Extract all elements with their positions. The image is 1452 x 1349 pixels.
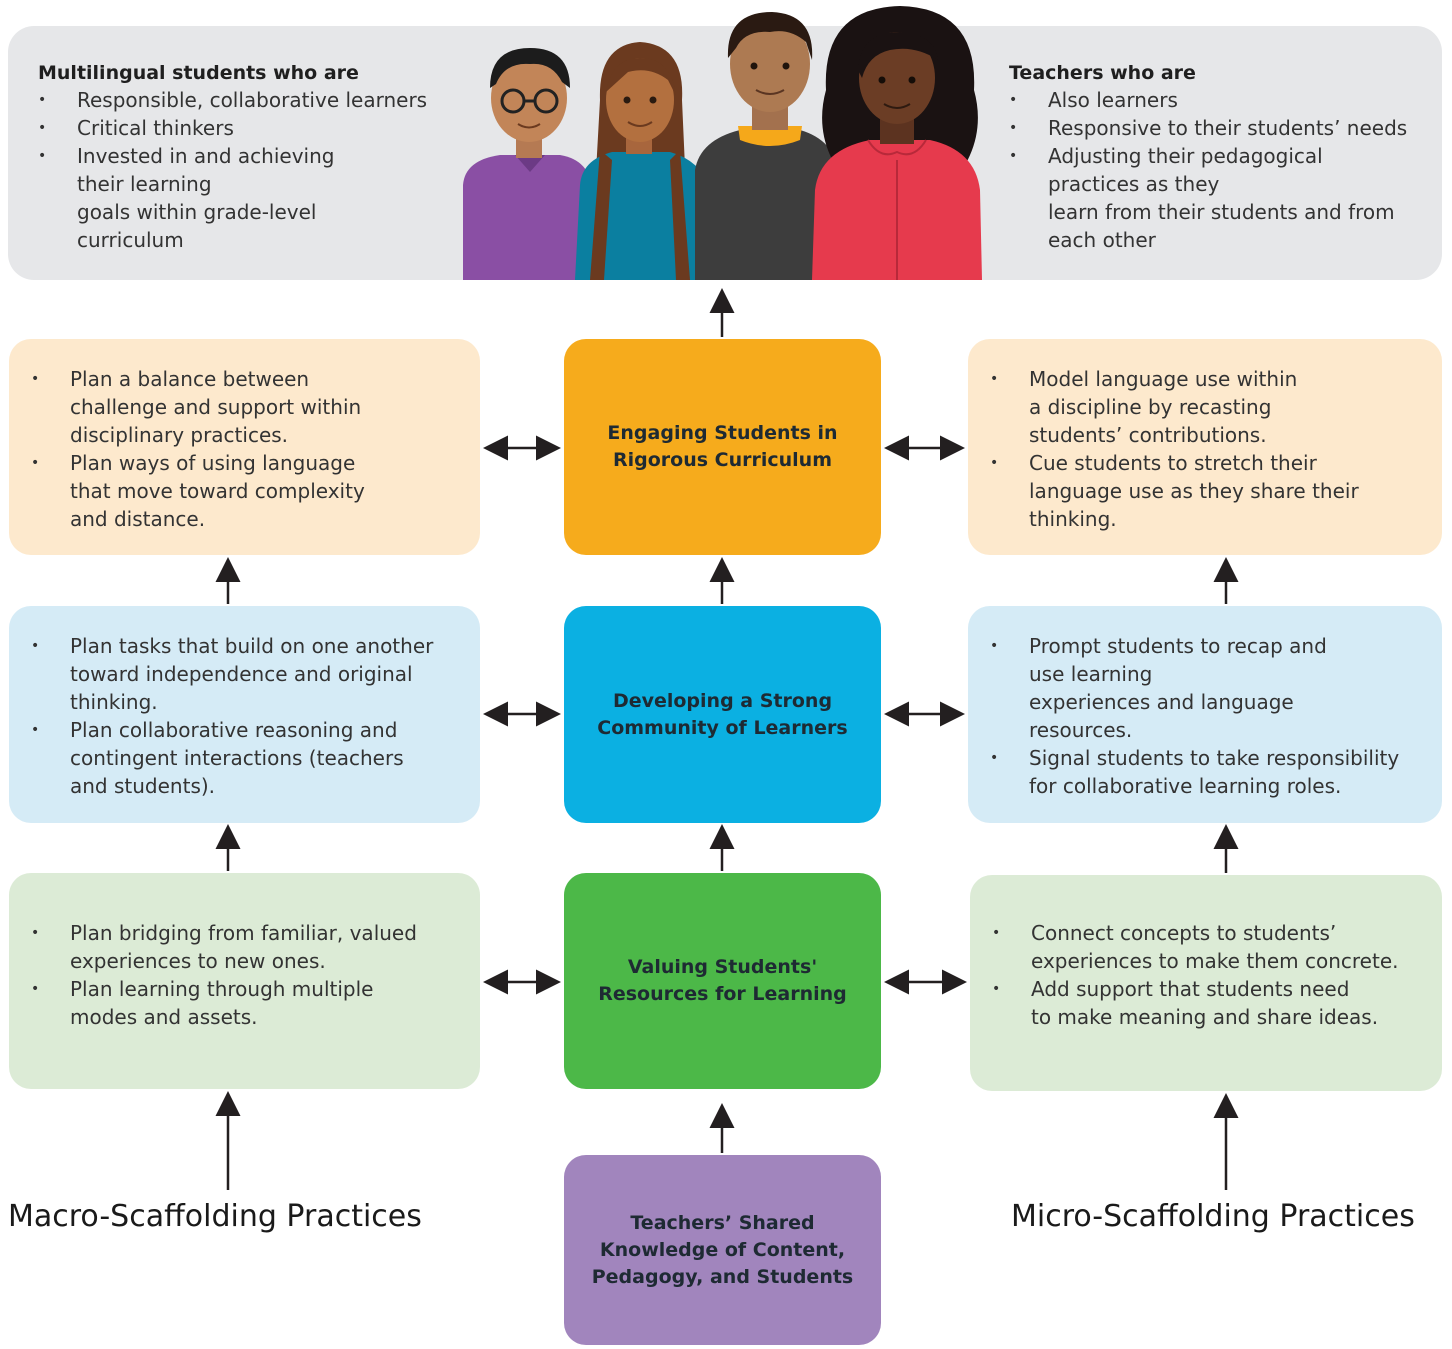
list-item: Plan a balance between challenge and sup… bbox=[31, 365, 365, 449]
micro-community-list: Prompt students to recap and use learnin… bbox=[990, 632, 1399, 800]
macro-resources-list: Plan bridging from familiar, valued expe… bbox=[31, 919, 417, 1031]
teachers-list: Also learners Responsive to their studen… bbox=[1009, 86, 1407, 254]
valuing-resources-box: Valuing Students' Resources for Learning bbox=[564, 873, 881, 1089]
macro-box-rigor: Plan a balance between challenge and sup… bbox=[9, 339, 480, 555]
teacher-man-figure bbox=[695, 12, 840, 280]
teachers-heading: Teachers who are bbox=[1009, 62, 1196, 84]
student-girl-figure bbox=[575, 42, 712, 280]
micro-box-community: Prompt students to recap and use learnin… bbox=[968, 606, 1442, 823]
shared-knowledge-box: Teachers’ Shared Knowledge of Content, P… bbox=[564, 1155, 881, 1345]
students-heading: Multilingual students who are bbox=[38, 62, 359, 84]
list-item: Invested in and achieving their learning… bbox=[38, 142, 427, 254]
list-item: Plan learning through multiple modes and… bbox=[31, 975, 417, 1031]
list-item: Responsible, collaborative learners bbox=[38, 86, 427, 114]
list-item: Signal students to take responsibility f… bbox=[990, 744, 1399, 800]
list-item: Also learners bbox=[1009, 86, 1407, 114]
list-item: Plan ways of using language that move to… bbox=[31, 449, 365, 533]
list-item: Critical thinkers bbox=[38, 114, 427, 142]
list-item: Responsive to their students’ needs bbox=[1009, 114, 1407, 142]
engaging-students-box: Engaging Students in Rigorous Curriculum bbox=[564, 339, 881, 555]
micro-rigor-list: Model language use within a discipline b… bbox=[990, 365, 1359, 533]
micro-box-rigor: Model language use within a discipline b… bbox=[968, 339, 1442, 555]
list-item: Plan collaborative reasoning and conting… bbox=[31, 716, 433, 800]
student-boy-figure bbox=[463, 48, 592, 280]
list-item: Connect concepts to students’ experience… bbox=[992, 919, 1399, 975]
macro-box-community: Plan tasks that build on one another tow… bbox=[9, 606, 480, 823]
students-list: Responsible, collaborative learners Crit… bbox=[38, 86, 427, 254]
micro-scaffolding-title: Micro-Scaffolding Practices bbox=[1011, 1199, 1415, 1234]
community-box: Developing a Strong Community of Learner… bbox=[564, 606, 881, 823]
list-item: Plan bridging from familiar, valued expe… bbox=[31, 919, 417, 975]
macro-box-resources: Plan bridging from familiar, valued expe… bbox=[9, 873, 480, 1089]
macro-community-list: Plan tasks that build on one another tow… bbox=[31, 632, 433, 800]
list-item: Add support that students need to make m… bbox=[992, 975, 1399, 1031]
teacher-woman-figure bbox=[812, 6, 982, 280]
list-item: Cue students to stretch their language u… bbox=[990, 449, 1359, 533]
macro-rigor-list: Plan a balance between challenge and sup… bbox=[31, 365, 365, 533]
micro-box-resources: Connect concepts to students’ experience… bbox=[970, 875, 1442, 1091]
list-item: Prompt students to recap and use learnin… bbox=[990, 632, 1399, 744]
micro-resources-list: Connect concepts to students’ experience… bbox=[992, 919, 1399, 1031]
list-item: Plan tasks that build on one another tow… bbox=[31, 632, 433, 716]
people-illustration bbox=[463, 6, 982, 280]
list-item: Adjusting their pedagogical practices as… bbox=[1009, 142, 1407, 254]
list-item: Model language use within a discipline b… bbox=[990, 365, 1359, 449]
macro-scaffolding-title: Macro-Scaffolding Practices bbox=[8, 1199, 422, 1234]
